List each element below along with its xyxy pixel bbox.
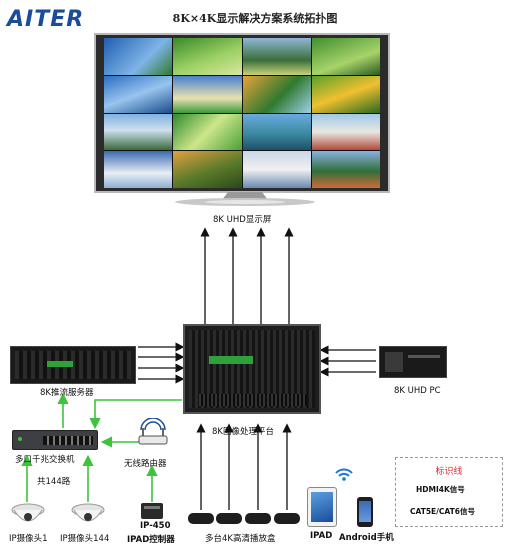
screen-video-wall <box>104 38 380 188</box>
processor-label: 8K图像处理平台 <box>212 427 274 437</box>
legend: 标识线 HDMI4K信号 CAT5E/CAT6信号 <box>395 457 503 527</box>
ip-camera-144 <box>71 503 105 522</box>
logo: AITER <box>7 7 85 32</box>
ipad-controller-device <box>141 503 163 519</box>
gigabit-switch <box>12 430 98 450</box>
cat-processor-switch <box>89 399 182 430</box>
wireless-router <box>138 418 168 445</box>
ipad-label: IPAD <box>310 531 333 541</box>
screen-stand <box>175 192 315 206</box>
server-label: 8K推流服务器 <box>40 388 94 398</box>
streaming-server <box>10 346 136 384</box>
player-box-1 <box>188 513 214 524</box>
diagram-title: 8K×4K显示解决方案系统拓扑图 <box>172 12 338 25</box>
wifi-icon <box>335 468 353 481</box>
switch-label: 多口千兆交换机 <box>15 455 75 465</box>
channel-count: 共144路 <box>37 477 71 487</box>
android-phone <box>357 497 373 527</box>
ipad-device <box>307 487 337 527</box>
image-processing-platform <box>183 324 321 414</box>
players-label: 多台4K高清播放盒 <box>205 534 276 544</box>
ipad-controller-label: IPAD控制器 <box>127 535 175 545</box>
android-label: Android手机 <box>339 533 394 543</box>
camera1-label: IP摄像头1 <box>9 534 48 544</box>
ipad-controller-model: IP-450 <box>140 521 171 531</box>
player-box-4 <box>274 513 300 524</box>
camera144-label: IP摄像头144 <box>60 534 110 544</box>
player-box-3 <box>245 513 271 524</box>
ip-camera-1 <box>11 503 45 522</box>
router-label: 无线路由器 <box>124 459 167 469</box>
legend-title: 标识线 <box>435 467 463 477</box>
uhd-display-screen <box>94 33 390 193</box>
screen-label: 8K UHD显示屏 <box>213 215 272 225</box>
uhd-pc <box>379 346 447 378</box>
pc-label: 8K UHD PC <box>394 386 441 396</box>
legend-hdmi-label: HDMI4K信号 <box>416 485 465 494</box>
player-box-2 <box>216 513 242 524</box>
legend-cat-label: CAT5E/CAT6信号 <box>410 507 475 516</box>
